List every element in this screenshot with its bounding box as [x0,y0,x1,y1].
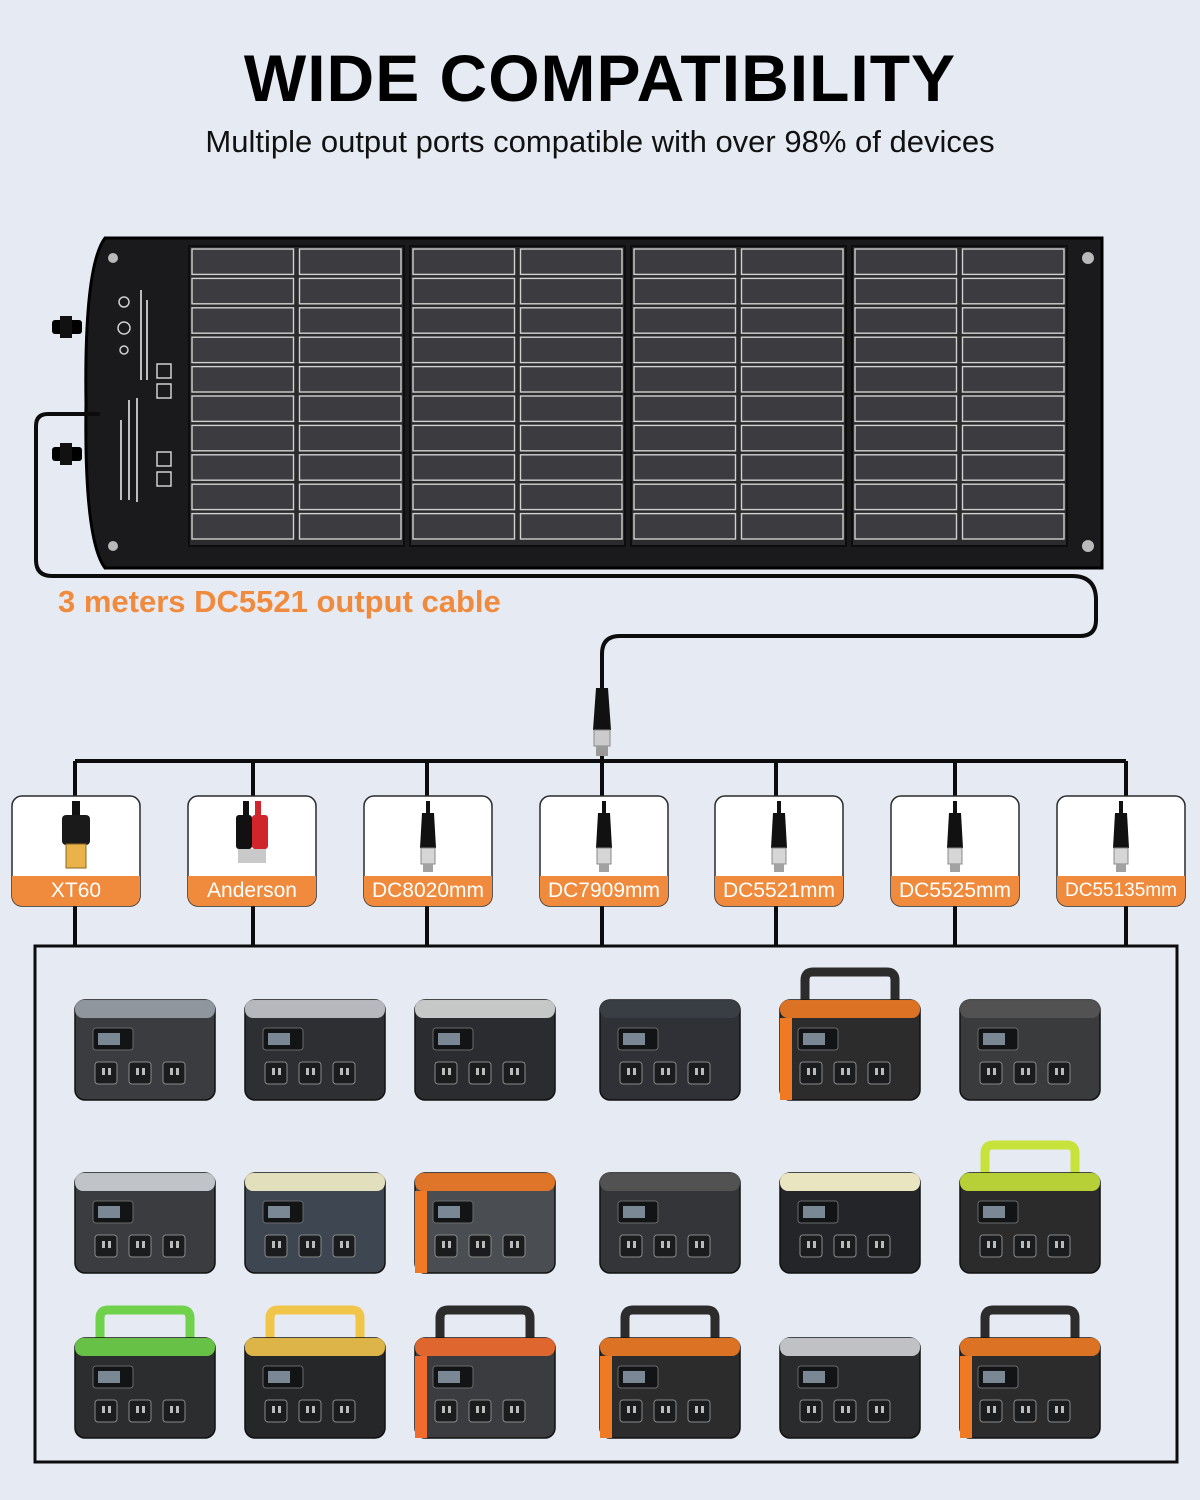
output-cable [34,412,1098,690]
cable-label: 3 meters DC5521 output cable [58,584,501,619]
dc-plug-icon [947,801,963,872]
connector-label: XT60 [12,876,140,906]
xt60-connector-icon [62,801,90,869]
grommet-icon [1082,540,1094,552]
spec-text-lines [120,290,148,502]
grommet-icon [1082,252,1094,264]
dc-plug-icon [771,801,787,872]
ecoflow-river-2-icon [74,1172,216,1274]
page-subtitle: Multiple output ports compatible with ov… [205,124,995,159]
dc-plug-icon [420,801,436,872]
connector-label: DC7909mm [540,876,668,906]
eb300-station-icon [74,1305,216,1439]
anker-solix-icon [599,999,741,1101]
anker-521-icon [779,1337,921,1439]
bluetti-ac200-icon [599,1172,741,1274]
devices-frame [33,944,1179,1464]
connector-label: DC8020mm [364,876,492,906]
connector-label: DC55135mm [1057,876,1185,906]
anderson-connector-icon [236,801,268,863]
jackery-explorer-orange-icon [779,967,921,1101]
anker-powerhouse-icon [244,1172,386,1274]
solar-panel [52,236,1104,570]
solar-cells [188,245,1068,547]
grommet-icon [108,541,118,551]
connector-label: DC5525mm [891,876,1019,906]
allwei-station-icon [414,1172,556,1274]
connector-label: DC5521mm [715,876,843,906]
page-title: WIDE COMPATIBILITY [243,41,957,115]
connector-bus [75,756,1126,763]
vtoman-station-icon [244,1305,386,1439]
ecoflow-delta-2-icon [244,999,386,1101]
certification-marks-icon [117,296,172,487]
dc5521-plug-icon [593,688,611,756]
ecoflow-delta-max-icon [414,999,556,1101]
dc-plug-icon [1113,801,1129,872]
jackery-explorer-2000-icon [959,1305,1101,1439]
dc-plug-icon [596,801,612,872]
connector-label: Anderson [188,876,316,906]
jackery-explorer-1000-icon [599,1305,741,1439]
anker-767-trolley-icon [779,1172,921,1274]
grommet-icon [108,253,118,263]
ecoflow-river-2-pro-icon [74,999,216,1101]
orange-frame-station-icon [414,1305,556,1439]
bluetti-ac180-icon [959,999,1101,1101]
yellow-side-station-icon [959,1140,1101,1274]
